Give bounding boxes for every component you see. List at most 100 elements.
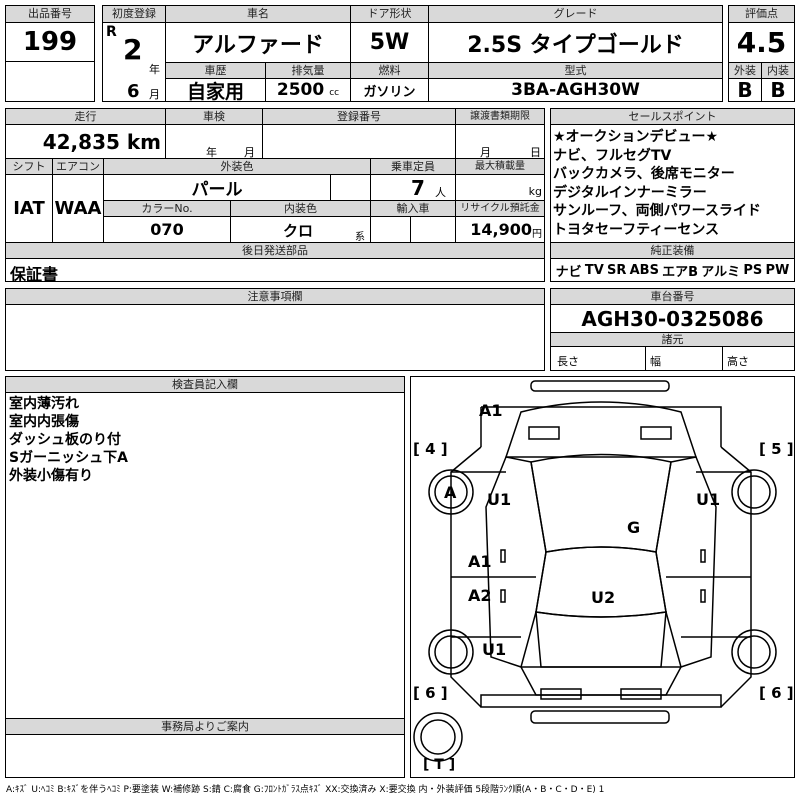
mark-u1-left: U1 — [487, 490, 512, 509]
office-label: 事務局よりご案内 — [5, 718, 405, 735]
ext-grade-label: 外装 — [728, 62, 762, 79]
inspector-line: 室内内張傷 — [9, 414, 79, 430]
inspector-line: Sガーニッシュ下A — [9, 450, 128, 466]
notes-label: 注意事項欄 — [5, 288, 545, 305]
insp-year-unit: 年 — [206, 146, 217, 159]
capacity-label: 乗車定員 — [370, 158, 456, 175]
ext-color-label: 外装色 — [103, 158, 371, 175]
transfer-label: 譲渡書類期限 — [455, 108, 545, 125]
int-grade-label: 内装 — [761, 62, 795, 79]
int-color-cell: クロ 系 — [230, 216, 371, 243]
cc-unit: cc — [329, 88, 340, 98]
fuel: ガソリン — [350, 78, 429, 102]
shift-label: シフト — [5, 158, 53, 175]
sale-points: ★オークションデビュー★ ナビ、フルセグTV バックカメラ、後席モニター デジタ… — [550, 124, 795, 243]
mark-g: G — [627, 518, 641, 537]
sale-line: デジタルインナーミラー — [553, 184, 707, 201]
car-name: アルファード — [165, 22, 351, 63]
spec-height-cell: 高さ — [722, 346, 795, 371]
reg-no-label: 登録番号 — [262, 108, 456, 125]
model-label: 型式 — [428, 62, 723, 79]
insp-month-unit: 月 — [244, 146, 255, 159]
equip-item: ナビ — [555, 264, 582, 280]
inspector-line: 外装小傷有り — [9, 468, 93, 484]
sale-line: サンルーフ、両側パワースライド — [553, 203, 761, 219]
max-load-label: 最大積載量 — [455, 158, 545, 175]
inspection-cell: 年 月 — [165, 124, 263, 159]
kg-unit: kg — [528, 185, 542, 198]
capacity: 7 — [411, 176, 425, 200]
first-reg-cell: R 2 年 6 月 — [102, 22, 166, 102]
spec-width-cell: 幅 — [645, 346, 723, 371]
notes-area — [5, 304, 545, 371]
office-area — [5, 734, 405, 778]
mark-6-right: [ 6 ] — [759, 684, 794, 702]
displacement-label: 排気量 — [265, 62, 351, 79]
max-load-cell: kg — [455, 174, 545, 201]
import-label: 輸入車 — [370, 200, 456, 217]
inspector-label: 検査員記入欄 — [5, 376, 405, 393]
spec-width: 幅 — [650, 355, 661, 368]
mileage: 42,835 km — [5, 124, 166, 159]
import-cell-2 — [410, 216, 456, 243]
score-label: 評価点 — [728, 5, 795, 23]
car-outline-icon — [413, 380, 777, 762]
later-parts: 保証書 — [10, 265, 59, 284]
recycle: 14,900 — [470, 220, 532, 239]
transfer-cell: 月 日 — [455, 124, 545, 159]
inspector-line: ダッシュ板のり付 — [9, 432, 121, 448]
sale-line: ★オークションデビュー★ — [553, 129, 719, 145]
sale-line: バックカメラ、後席モニター — [553, 166, 735, 182]
color-no: 070 — [103, 216, 231, 243]
mark-6-left: [ 6 ] — [413, 684, 448, 702]
shift: IAT — [5, 174, 53, 243]
chassis-number: AGH30-0325086 — [550, 304, 795, 333]
door-label: ドア形状 — [350, 5, 429, 23]
ac-label: エアコン — [52, 158, 104, 175]
car-diagram: A1 [ 4 ] [ 5 ] A U1 U1 G A1 A2 U2 U1 [ 6… — [410, 376, 795, 778]
lot-empty — [5, 61, 95, 102]
inspection-label: 車検 — [165, 108, 263, 125]
equipment-label: 純正装備 — [550, 242, 795, 259]
reg-no-value — [262, 124, 456, 159]
equip-item: アルミ — [701, 264, 741, 280]
inspector-notes: 室内薄汚れ 室内内張傷 ダッシュ板のり付 Sガーニッシュ下A 外装小傷有り — [5, 392, 405, 719]
model: 3BA-AGH30W — [428, 78, 723, 102]
legend: A:ｷｽﾞ U:ﾍｺﾐ B:ｷｽﾞを伴うﾍｺﾐ P:要塗装 W:補修跡 S:錆 … — [6, 785, 605, 795]
equip-item: TV — [584, 262, 604, 278]
equip-item: ABS — [629, 262, 659, 278]
mark-a1-side: A1 — [468, 552, 492, 571]
lot-label: 出品番号 — [5, 5, 95, 23]
later-parts-cell: 保証書 — [5, 258, 545, 284]
equip-item: エアB — [662, 264, 699, 280]
sale-line: トヨタセーフティーセンス — [553, 221, 720, 238]
later-parts-label: 後日発送部品 — [5, 242, 545, 259]
transfer-day-unit: 日 — [530, 146, 541, 159]
car-name-label: 車名 — [165, 5, 351, 23]
capacity-cell: 7 人 — [370, 174, 456, 201]
fuel-label: 燃料 — [350, 62, 429, 79]
grade-label: グレード — [428, 5, 723, 23]
mileage-label: 走行 — [5, 108, 166, 125]
month-unit: 月 — [149, 88, 160, 101]
sale-line: ナビ、フルセグTV — [553, 147, 672, 164]
ext-color: パール — [103, 174, 331, 201]
ext-grade: B — [728, 78, 762, 102]
history: 自家用 — [165, 78, 266, 103]
score: 4.5 — [728, 22, 795, 63]
reg-year: 2 — [123, 33, 143, 66]
mark-a2-side: A2 — [468, 586, 492, 605]
mark-u1-rear: U1 — [482, 640, 507, 659]
spec-length-cell: 長さ — [550, 346, 646, 371]
capacity-unit: 人 — [435, 186, 446, 199]
mark-4: [ 4 ] — [413, 440, 448, 458]
spec-length: 長さ — [557, 355, 579, 368]
mark-u2: U2 — [591, 588, 616, 607]
mark-5: [ 5 ] — [759, 440, 794, 458]
transfer-month-unit: 月 — [480, 146, 491, 159]
spec-height: 高さ — [727, 355, 749, 368]
yen-unit: 円 — [532, 228, 542, 240]
